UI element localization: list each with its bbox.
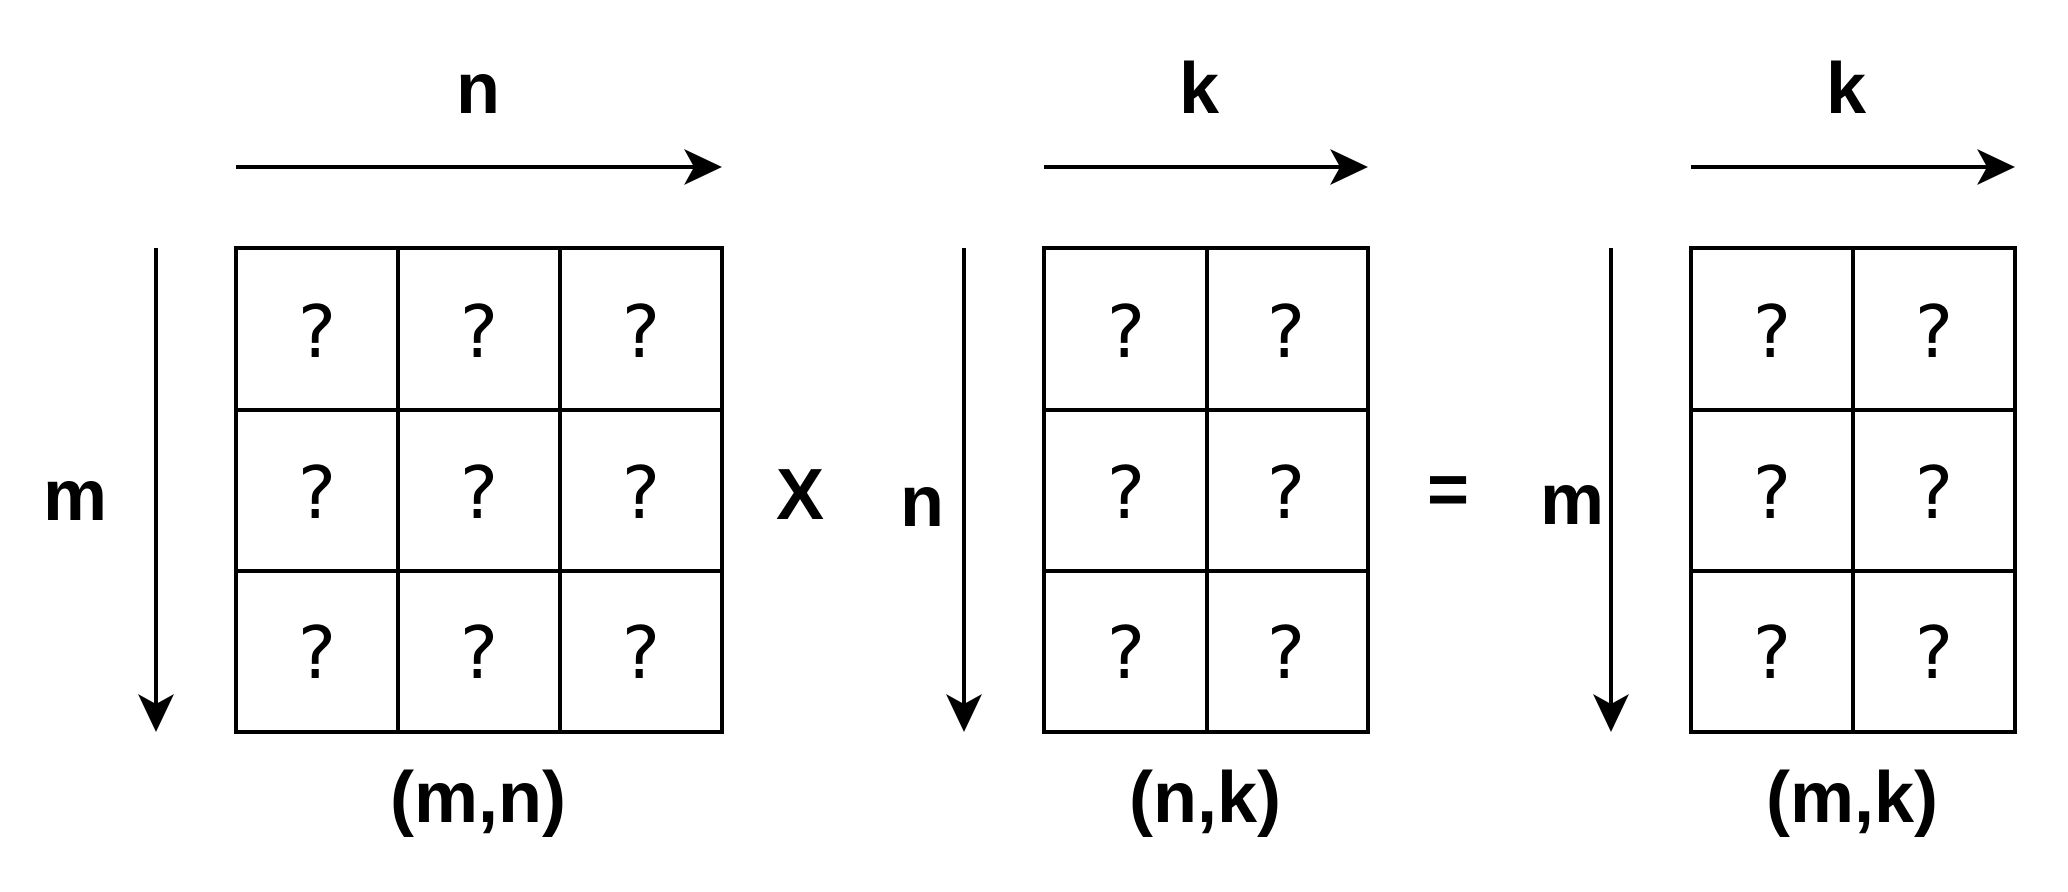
matrix-a: n m ? ? ? ? ? ? ? ? ? (m,n): [43, 49, 724, 838]
matrix-c-cell: ?: [1753, 290, 1791, 374]
matrix-c-cell: ?: [1915, 451, 1953, 535]
matrix-a-cell: ?: [460, 611, 498, 695]
matrix-a-cell: ?: [298, 451, 336, 535]
matrix-a-top-label: n: [456, 49, 500, 129]
matrix-a-cell: ?: [622, 611, 660, 695]
matrix-c-side-label: m: [1540, 460, 1604, 540]
matrix-c-grid: [1689, 246, 2017, 734]
matrix-b-cell: ?: [1107, 451, 1145, 535]
matrix-b-grid: [1042, 246, 1370, 734]
matrix-b-side-label: n: [900, 462, 944, 542]
matrix-b-cells: ? ? ? ? ? ?: [1107, 290, 1305, 695]
matrix-c: k m ? ? ? ? ? ? (m,k): [1540, 49, 2017, 838]
matrix-a-top-arrow: [236, 149, 722, 185]
matrix-c-cell: ?: [1753, 611, 1791, 695]
matrix-b-cell: ?: [1267, 451, 1305, 535]
matrix-a-cell: ?: [622, 451, 660, 535]
matrix-a-cell: ?: [622, 290, 660, 374]
matrix-b-shape-label: (n,k): [1129, 758, 1281, 838]
matrix-a-cell: ?: [460, 290, 498, 374]
matrix-b-cell: ?: [1107, 611, 1145, 695]
matrix-c-cells: ? ? ? ? ? ?: [1753, 290, 1953, 695]
matrix-a-cell: ?: [298, 290, 336, 374]
matrix-c-top-arrow: [1691, 149, 2015, 185]
matrix-c-top-label: k: [1826, 49, 1867, 129]
matrix-c-cell: ?: [1753, 451, 1791, 535]
matrix-c-shape-label: (m,k): [1766, 758, 1938, 838]
matrix-b-cell: ?: [1267, 611, 1305, 695]
matrix-a-side-label: m: [43, 456, 107, 536]
matrix-b-side-arrow: [946, 248, 982, 732]
matrix-b: k n ? ? ? ? ? ? (n,k): [900, 49, 1370, 838]
matrix-a-grid: [234, 246, 724, 734]
multiply-operator: X: [776, 455, 824, 535]
matrix-a-side-arrow: [138, 248, 174, 732]
matrix-a-cell: ?: [460, 451, 498, 535]
matrix-c-cell: ?: [1915, 290, 1953, 374]
matrix-b-top-arrow: [1044, 149, 1368, 185]
matrix-a-cell: ?: [298, 611, 336, 695]
matrix-b-cell: ?: [1107, 290, 1145, 374]
matrix-b-top-label: k: [1179, 49, 1220, 129]
equals-operator: =: [1427, 450, 1469, 530]
matrix-c-cell: ?: [1915, 611, 1953, 695]
matrix-a-cells: ? ? ? ? ? ? ? ? ?: [298, 290, 660, 695]
matrix-a-shape-label: (m,n): [390, 758, 566, 838]
matrix-c-side-arrow: [1593, 248, 1629, 732]
matrix-b-cell: ?: [1267, 290, 1305, 374]
